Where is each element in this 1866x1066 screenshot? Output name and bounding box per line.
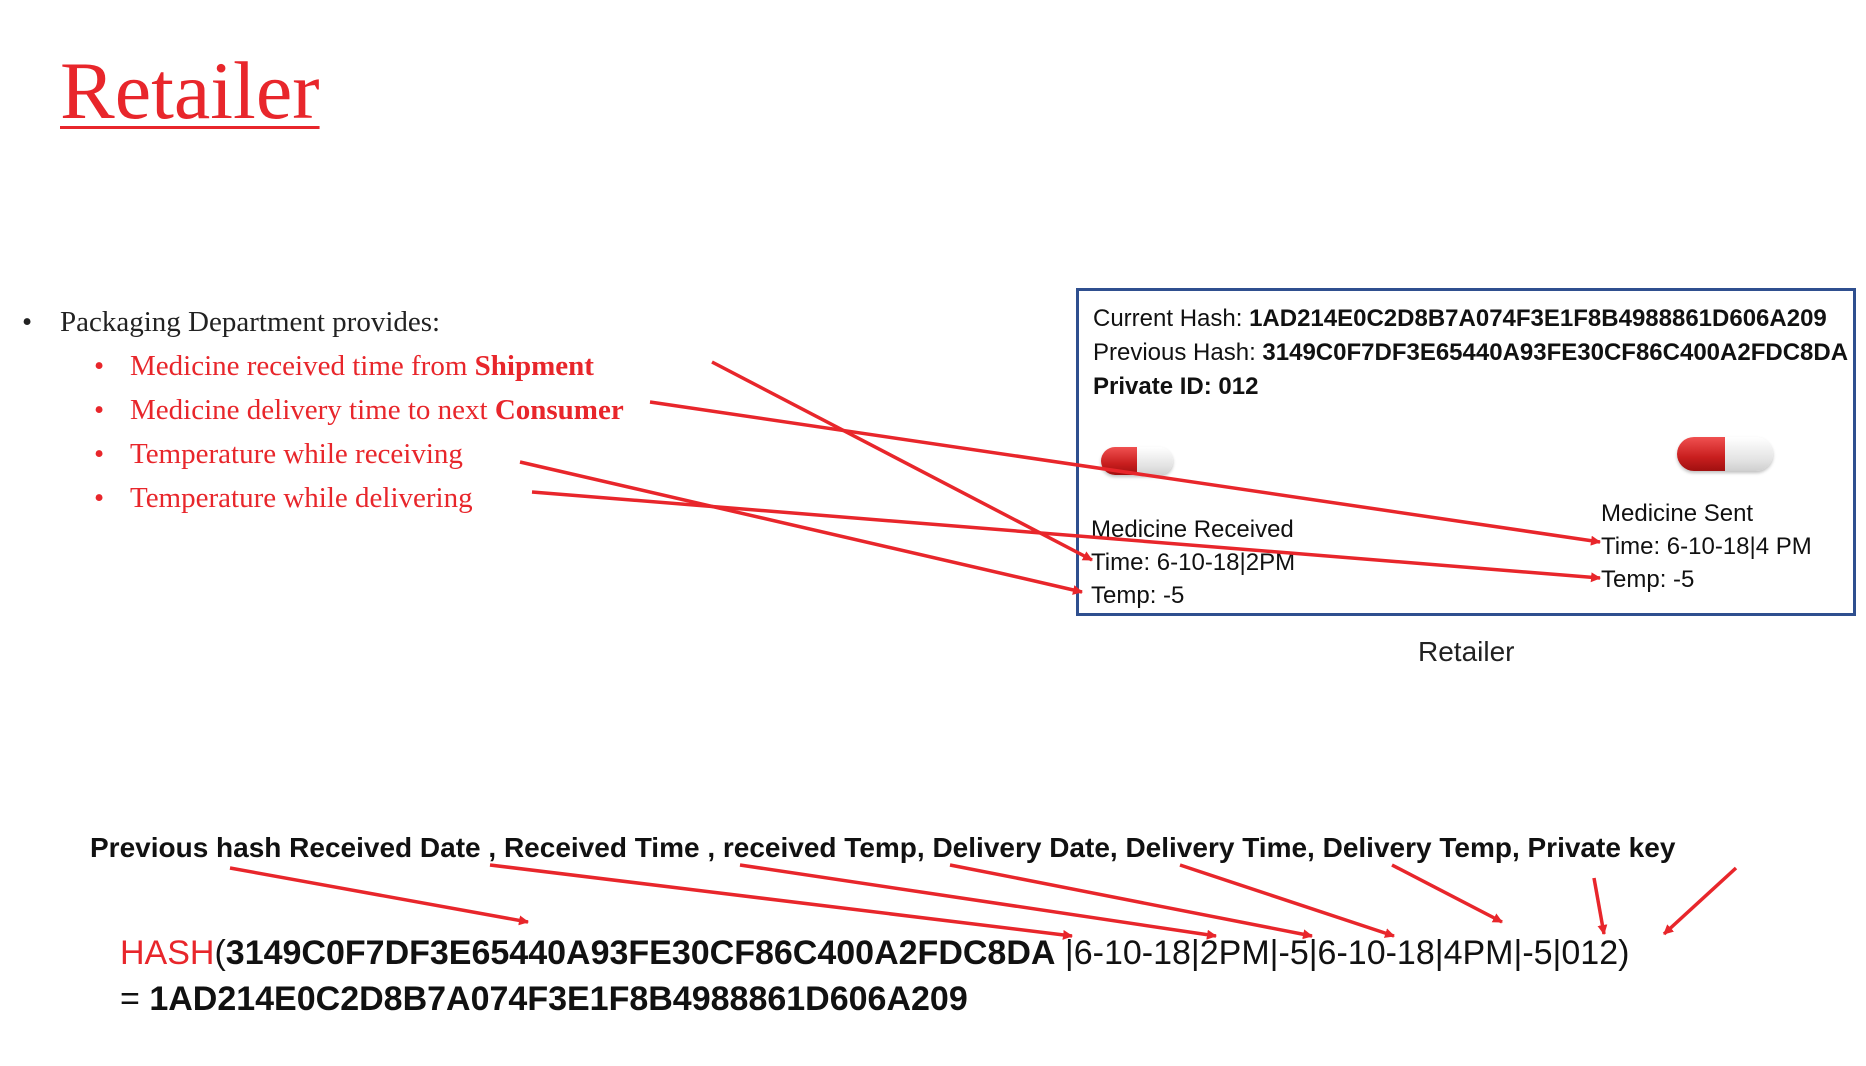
retailer-block: Current Hash: 1AD214E0C2D8B7A074F3E1F8B4… [1076, 288, 1856, 616]
arrow-field-delivery-temp [1592, 877, 1608, 935]
received-time: Time: 6-10-18|2PM [1091, 549, 1296, 576]
block-label: Retailer [1418, 636, 1515, 667]
formula-result-line: = 1AD214E0C2D8B7A074F3E1F8B4988861D606A2… [120, 980, 968, 1018]
medicine-received: Medicine Received Time: 6-10-18|2PM Temp… [1091, 513, 1295, 612]
received-temp: Temp: -5 [1091, 582, 1185, 609]
arrow-field-private-key [1662, 866, 1738, 936]
arrow-field-delivery-date [1179, 863, 1395, 938]
bullet-temp-delivering: Temperature while delivering [94, 476, 624, 520]
capsule-icon [1101, 447, 1173, 475]
bullet-main: Packaging Department provides: [22, 300, 624, 344]
formula-args: |6-10-18|2PM|-5|6-10-18|4PM|-5|012) [1055, 934, 1630, 972]
arrow-field-prev-hash [229, 866, 529, 926]
arrow-field-received-date [489, 863, 1073, 940]
medicine-sent: Medicine Sent Time: 6-10-18|4 PM Temp: -… [1601, 497, 1812, 596]
capsule-icon [1677, 437, 1773, 471]
page-title: Retailer [60, 45, 320, 136]
arrow-temp-receiving [519, 460, 1083, 595]
current-hash-line: Current Hash: 1AD214E0C2D8B7A074F3E1F8B4… [1093, 305, 1827, 332]
previous-hash-line: Previous Hash: 3149C0F7DF3E65440A93FE30C… [1093, 339, 1849, 366]
sent-temp: Temp: -5 [1601, 566, 1695, 593]
arrow-temp-delivering [531, 490, 1601, 583]
fields-line: Previous hash Received Date , Received T… [90, 832, 1676, 863]
sub-bullet-list: Medicine received time from Shipment Med… [22, 344, 624, 520]
bullet-delivery-time: Medicine delivery time to next Consumer [94, 388, 624, 432]
arrow-field-received-temp [949, 863, 1313, 940]
current-hash-value: 1AD214E0C2D8B7A074F3E1F8B4988861D606A209 [1249, 305, 1827, 332]
sent-time: Time: 6-10-18|4 PM [1601, 533, 1812, 560]
previous-hash-value: 3149C0F7DF3E65440A93FE30CF86C400A2FDC8DA [1262, 339, 1849, 366]
formula-line: HASH(3149C0F7DF3E65440A93FE30CF86C400A2F… [120, 934, 1630, 972]
sent-title: Medicine Sent [1601, 500, 1754, 527]
bullet-received-time: Medicine received time from Shipment [94, 344, 624, 388]
arrow-received-time [711, 360, 1093, 562]
arrow-delivery-time [649, 400, 1601, 546]
bullet-list: Packaging Department provides: Medicine … [22, 300, 624, 520]
arrow-field-received-time [739, 863, 1217, 940]
hash-formula: HASH(3149C0F7DF3E65440A93FE30CF86C400A2F… [120, 930, 1629, 1022]
bullet-temp-receiving: Temperature while receiving [94, 432, 624, 476]
formula-result: 1AD214E0C2D8B7A074F3E1F8B4988861D606A209 [149, 980, 968, 1018]
private-id: Private ID: 012 [1093, 373, 1259, 400]
arrow-field-delivery-time [1391, 863, 1503, 924]
formula-prev-hash: 3149C0F7DF3E65440A93FE30CF86C400A2FDC8DA [225, 934, 1056, 972]
hash-function: HASH [120, 934, 215, 972]
